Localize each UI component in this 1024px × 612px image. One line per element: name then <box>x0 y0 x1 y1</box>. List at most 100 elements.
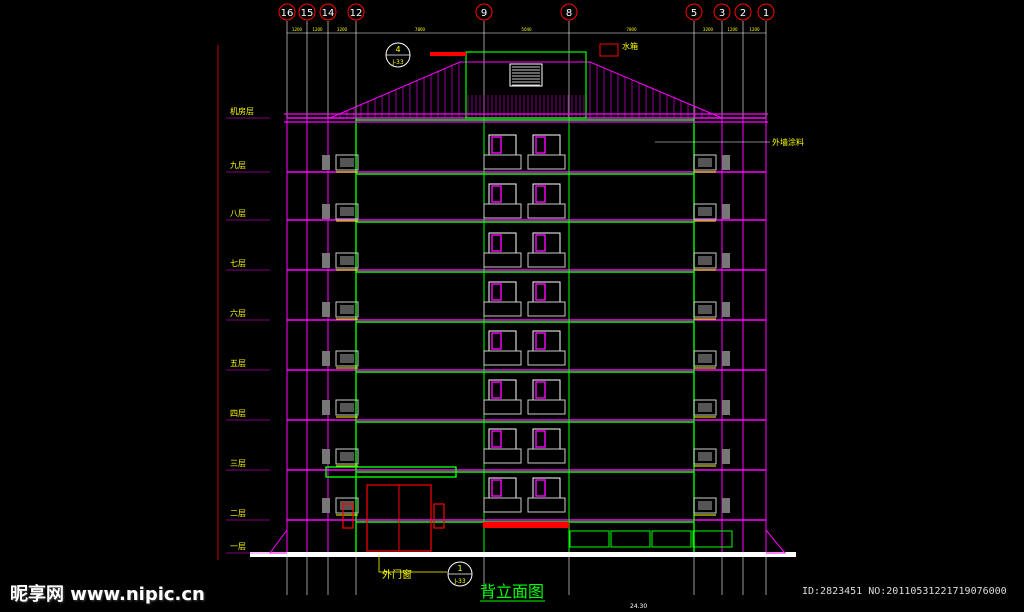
balcony-rail <box>527 448 566 464</box>
storefront-window <box>569 530 610 548</box>
edge-window <box>322 302 330 317</box>
edge-window <box>322 498 330 513</box>
window-grille <box>340 403 354 412</box>
side-window <box>693 154 717 171</box>
edge-window <box>322 449 330 464</box>
balcony-door-frame <box>488 330 517 352</box>
balcony-door-frame <box>532 134 561 156</box>
axis-label: 9 <box>481 8 487 19</box>
level-callout: 七层 <box>230 259 246 268</box>
dim-text: 3200 <box>337 27 348 32</box>
balcony-door-frame <box>488 232 517 254</box>
balcony-door <box>491 430 502 448</box>
balcony-rail <box>527 154 566 170</box>
side-window <box>693 301 717 318</box>
axis-bubble <box>347 3 365 21</box>
edge-window <box>722 253 730 268</box>
axis-bubble <box>685 3 703 21</box>
balcony-door <box>491 185 502 203</box>
balcony-door-frame <box>488 428 517 450</box>
dim-text: 1200 <box>727 27 738 32</box>
window-grille <box>698 354 712 363</box>
callout-top: 水箱 <box>622 41 638 51</box>
balcony-door <box>491 234 502 252</box>
balcony-rail <box>483 350 522 366</box>
balcony-rail <box>483 154 522 170</box>
window-grille <box>340 158 354 167</box>
callout-right: 外墙涂料 <box>772 137 804 147</box>
level-callout: 八层 <box>230 209 246 218</box>
balcony-door <box>535 136 546 154</box>
dim-text: 7800 <box>626 27 637 32</box>
balcony-door <box>535 332 546 350</box>
bottom-leader <box>378 555 447 573</box>
balcony-door <box>535 234 546 252</box>
axis-label: 16 <box>281 8 294 19</box>
watermark-left: 昵享网 www.nipic.cn <box>10 584 205 605</box>
side-window <box>335 154 359 171</box>
balcony-door <box>535 430 546 448</box>
balcony-door-frame <box>488 281 517 303</box>
building-elevation <box>250 43 796 557</box>
window-grille <box>698 207 712 216</box>
storefront-window <box>692 530 733 548</box>
dim-text: 1200 <box>292 27 303 32</box>
level-callout: 二层 <box>230 509 246 518</box>
detail-ref-bottom-sheet: J-33 <box>453 578 466 585</box>
watermark-right: ID:2823451 NO:20110531221719076000 <box>802 586 1007 597</box>
axis-bubble <box>757 3 775 21</box>
level-callout: 四层 <box>230 409 246 418</box>
balcony-door <box>535 479 546 497</box>
axis-label: 14 <box>322 8 335 19</box>
balcony-rail <box>527 203 566 219</box>
window-grille <box>340 207 354 216</box>
ramp-left <box>269 529 288 554</box>
balcony-rail <box>483 301 522 317</box>
window-grille <box>698 256 712 265</box>
balcony-rail <box>483 399 522 415</box>
balcony-door-frame <box>488 379 517 401</box>
balcony-rail <box>483 203 522 219</box>
footer-dim: 24.30 <box>630 603 647 610</box>
balcony-door <box>491 381 502 399</box>
level-callout: 五层 <box>230 359 246 368</box>
edge-window <box>322 155 330 170</box>
edge-window <box>722 155 730 170</box>
storefront-window <box>610 530 651 548</box>
edge-window <box>722 302 730 317</box>
balcony-rail <box>527 350 566 366</box>
axis-bubble <box>298 3 316 21</box>
axis-bubble <box>319 3 337 21</box>
balcony-door-frame <box>532 379 561 401</box>
edge-window <box>722 498 730 513</box>
axis-label: 1 <box>763 8 769 19</box>
window-grille <box>698 403 712 412</box>
balcony-door-frame <box>532 281 561 303</box>
side-window <box>335 350 359 367</box>
balcony-door-frame <box>488 183 517 205</box>
level-callout: 九层 <box>230 161 246 170</box>
edge-window <box>322 400 330 415</box>
balcony-door-frame <box>488 477 517 499</box>
axis-bubble <box>734 3 752 21</box>
window-grille <box>340 305 354 314</box>
axis-label: 15 <box>301 8 314 19</box>
balcony-rail <box>527 497 566 513</box>
ramp-right <box>765 529 787 554</box>
balcony-door <box>535 283 546 301</box>
window-grille <box>340 501 354 510</box>
side-window <box>693 497 717 514</box>
balcony-door <box>491 283 502 301</box>
balcony-door-frame <box>532 428 561 450</box>
axis-bubble <box>713 3 731 21</box>
balcony-rail <box>483 497 522 513</box>
balcony-door <box>535 381 546 399</box>
balcony-door <box>535 185 546 203</box>
side-window <box>335 252 359 269</box>
balcony-door <box>491 332 502 350</box>
parapet-red <box>430 52 466 56</box>
side-window <box>335 301 359 318</box>
louver-vent <box>509 63 543 87</box>
